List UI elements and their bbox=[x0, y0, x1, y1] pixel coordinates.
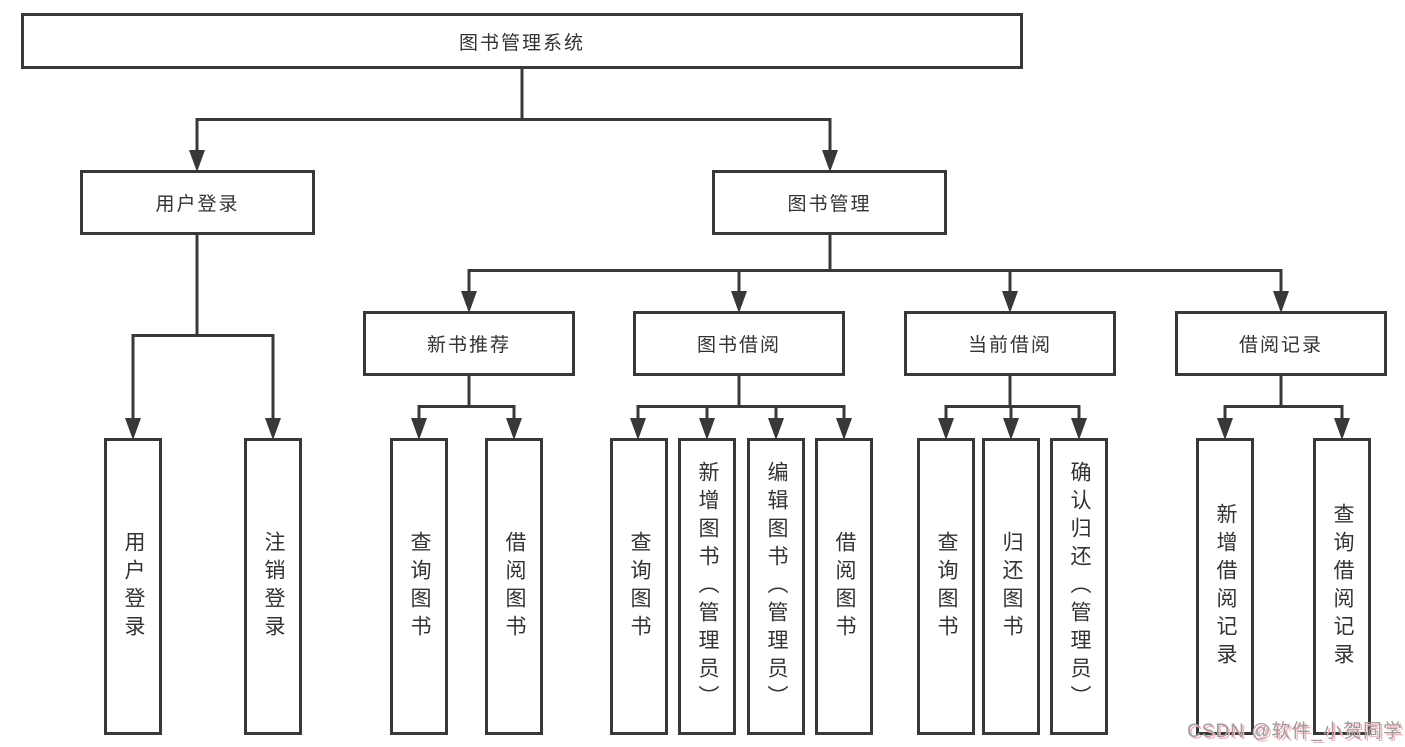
leaf-add-borrow-record-label: 新增借阅记录 bbox=[1214, 502, 1238, 671]
leaf-user-login-label: 用户登录 bbox=[122, 530, 146, 643]
leaf-add-books-admin-label: 新增图书（管理员） bbox=[696, 460, 720, 713]
leaf-logout: 注销登录 bbox=[244, 438, 302, 735]
node-system-root: 图书管理系统 bbox=[21, 13, 1023, 69]
leaf-return-books: 归还图书 bbox=[982, 438, 1040, 735]
node-user-login-label: 用户登录 bbox=[155, 194, 240, 215]
node-current-borrowing: 当前借阅 bbox=[904, 311, 1116, 376]
node-new-book-recommend-label: 新书推荐 bbox=[426, 335, 511, 356]
csdn-watermark: CSDN @软件_小贺同学 bbox=[1187, 721, 1403, 742]
leaf-add-borrow-record: 新增借阅记录 bbox=[1196, 438, 1254, 735]
leaf-borrow-books-recommend: 借阅图书 bbox=[485, 438, 543, 735]
leaf-edit-books-admin: 编辑图书（管理员） bbox=[747, 438, 805, 735]
node-book-management-label: 图书管理 bbox=[787, 194, 872, 215]
leaf-user-login: 用户登录 bbox=[104, 438, 162, 735]
leaf-search-books-borrowing-label: 查询图书 bbox=[628, 530, 652, 643]
node-borrow-records: 借阅记录 bbox=[1175, 311, 1387, 376]
node-book-borrowing: 图书借阅 bbox=[633, 311, 845, 376]
leaf-search-books-recommend: 查询图书 bbox=[390, 438, 448, 735]
node-current-borrowing-label: 当前借阅 bbox=[967, 335, 1052, 356]
leaf-borrow-books-recommend-label: 借阅图书 bbox=[503, 530, 527, 643]
leaf-confirm-return-admin: 确认归还（管理员） bbox=[1050, 438, 1108, 735]
leaf-search-books-recommend-label: 查询图书 bbox=[408, 530, 432, 643]
node-user-login: 用户登录 bbox=[80, 170, 315, 235]
leaf-return-books-label: 归还图书 bbox=[1000, 530, 1024, 643]
node-borrow-records-label: 借阅记录 bbox=[1238, 335, 1323, 356]
leaf-borrow-books-label: 借阅图书 bbox=[833, 530, 857, 643]
leaf-borrow-books: 借阅图书 bbox=[815, 438, 873, 735]
leaf-confirm-return-admin-label: 确认归还（管理员） bbox=[1068, 460, 1092, 713]
leaf-search-borrow-record-label: 查询借阅记录 bbox=[1331, 502, 1355, 671]
node-system-root-label: 图书管理系统 bbox=[458, 32, 585, 54]
leaf-search-books-borrowing: 查询图书 bbox=[610, 438, 668, 735]
leaf-edit-books-admin-label: 编辑图书（管理员） bbox=[765, 460, 789, 713]
leaf-add-books-admin: 新增图书（管理员） bbox=[678, 438, 736, 735]
leaf-search-books-current-label: 查询图书 bbox=[935, 530, 959, 643]
leaf-logout-label: 注销登录 bbox=[262, 530, 286, 643]
node-book-borrowing-label: 图书借阅 bbox=[696, 335, 781, 356]
node-book-management: 图书管理 bbox=[712, 170, 947, 235]
node-new-book-recommend: 新书推荐 bbox=[363, 311, 575, 376]
leaf-search-borrow-record: 查询借阅记录 bbox=[1313, 438, 1371, 735]
leaf-search-books-current: 查询图书 bbox=[917, 438, 975, 735]
